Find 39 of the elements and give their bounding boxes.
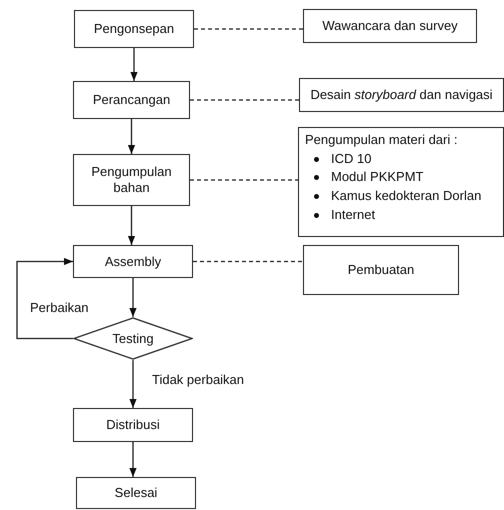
node-label: Testing [112,330,154,346]
node-label: Selesai [114,485,158,501]
process-box [73,81,190,119]
note-box [303,245,459,295]
node-label: Pembuatan [348,262,414,278]
node-label: Wawancara dan survey [322,18,458,34]
list-item: Kamus kedokteran Dorlan [331,188,482,204]
node-label: Perancangan [92,92,170,108]
process-box [73,245,193,278]
edge-label: Tidak perbaikan [150,372,246,387]
process-box [73,154,190,206]
list-item: ICD 10 [331,150,372,166]
list-item: Modul PKKPMT [331,169,424,184]
list-item: Internet [331,207,376,222]
arrow [129,360,137,408]
edge-label: Perbaikan [28,300,91,315]
node-label: Pengonsepan [94,21,174,37]
arrow [16,258,73,340]
dashed-connector [193,260,303,262]
arrow [128,119,136,154]
note-box [298,127,504,237]
arrow [129,278,137,317]
node-label: Desain storyboard dan navigasi [310,87,493,103]
process-box [74,10,194,48]
dashed-connector [194,28,303,30]
note-box [299,78,504,112]
process-box [76,477,196,509]
node-label: Pengumpulan bahan [90,164,173,196]
node-label: Assembly [104,254,162,270]
decision-diamond [73,317,193,360]
arrow [130,48,138,81]
note-heading: Pengumpulan materi dari : [305,132,458,148]
node-label: Distribusi [106,417,160,433]
note-box [303,9,477,43]
arrow [128,206,136,245]
arrow [129,442,137,477]
process-box [73,408,193,442]
dashed-connector [190,179,298,181]
dashed-connector [190,99,299,101]
